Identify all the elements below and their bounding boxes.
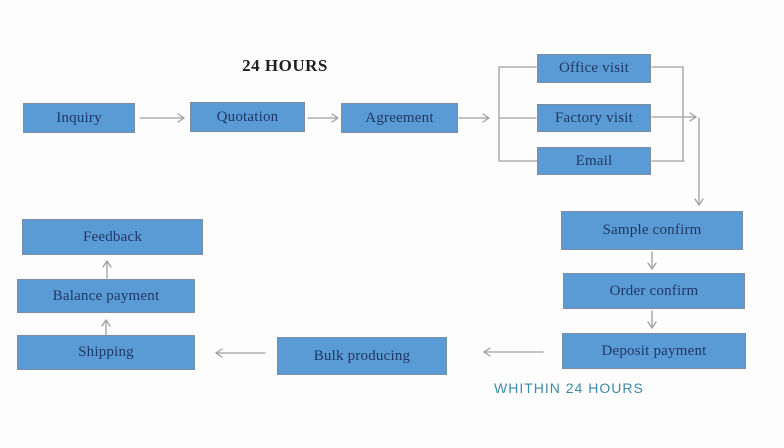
branch-bracket-left — [498, 66, 538, 162]
arrow-order-to-deposit — [647, 310, 657, 329]
arrow-bulk-to-shipping — [215, 348, 266, 358]
arrow-deposit-to-bulk — [483, 347, 544, 357]
node-balance-payment: Balance payment — [17, 279, 195, 313]
arrow-shipping-to-balance — [101, 319, 111, 336]
node-office-visit: Office visit — [537, 54, 651, 83]
node-agreement: Agreement — [341, 103, 458, 133]
diagram-title: 24 HOURS — [242, 56, 328, 75]
arrow-balance-to-feedback — [102, 260, 112, 279]
arrow-agreement-to-branch — [458, 113, 490, 123]
arrow-sample-to-order — [647, 251, 657, 270]
node-deposit-payment: Deposit payment — [562, 333, 746, 369]
node-bulk-producing: Bulk producing — [277, 337, 447, 375]
node-order-confirm: Order confirm — [563, 273, 745, 309]
footnote-label: WHITHIN 24 HOURS — [494, 380, 644, 396]
node-factory-visit: Factory visit — [537, 104, 651, 132]
node-email: Email — [537, 147, 651, 175]
arrow-inquiry-to-quotation — [139, 113, 185, 123]
arrow-branch-to-sample-confirm — [651, 112, 704, 206]
node-quotation: Quotation — [190, 102, 305, 132]
arrow-quotation-to-agreement — [307, 113, 339, 123]
node-feedback: Feedback — [22, 219, 203, 255]
node-shipping: Shipping — [17, 335, 195, 370]
node-sample-confirm: Sample confirm — [561, 211, 743, 250]
branch-bracket-right — [651, 66, 685, 162]
node-inquiry: Inquiry — [23, 103, 135, 133]
